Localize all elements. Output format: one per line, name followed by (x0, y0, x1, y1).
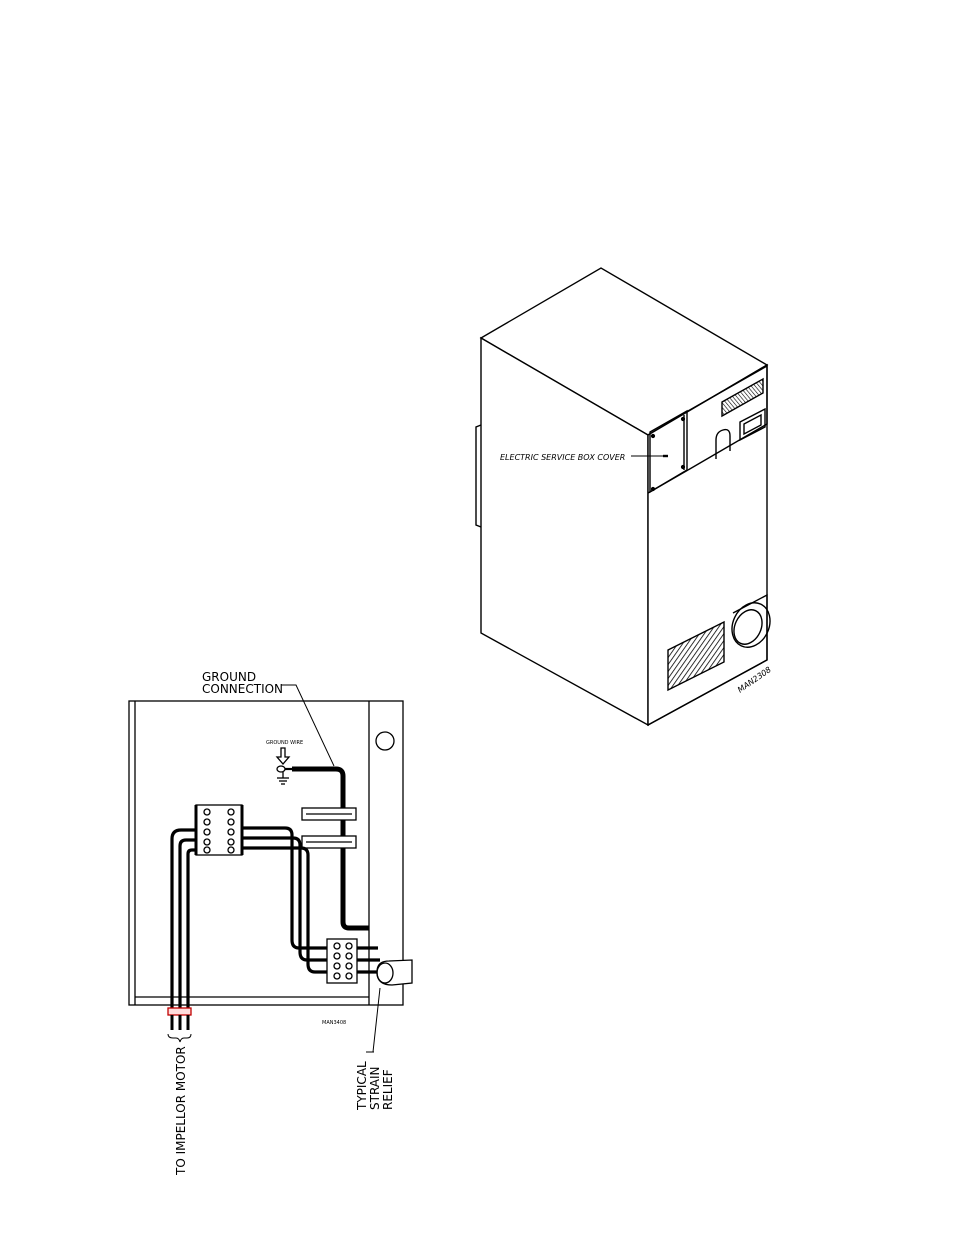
to-motor-label: TO IMPELLOR MOTOR (174, 1046, 188, 1176)
strain-relief-label-2: STRAIN (368, 1066, 382, 1110)
wiring-drawing-code: MAN3408 (322, 1020, 346, 1026)
ground-connection-label-2: CONNECTION (202, 682, 283, 696)
strain-relief-label-1: TYPICAL (355, 1061, 369, 1111)
wire-bundle-clamp (167, 1007, 192, 1016)
terminal-block-upper (195, 804, 243, 856)
service-box-label: ELECTRIC SERVICE BOX COVER (500, 453, 625, 462)
ground-symbol-label: GROUND WIRE (266, 740, 303, 746)
round-duct (731, 602, 771, 648)
upper-vent-grille (721, 377, 764, 418)
wiring-drawing (128, 684, 413, 1053)
cabinet-drawing (475, 267, 771, 727)
ground-connection-label-1: GROUND (202, 670, 256, 684)
knockout-hole (375, 731, 395, 751)
strain-relief-label-3: RELIEF (381, 1069, 395, 1110)
service-box-cover (649, 409, 688, 494)
lower-vent-grille (667, 620, 725, 692)
